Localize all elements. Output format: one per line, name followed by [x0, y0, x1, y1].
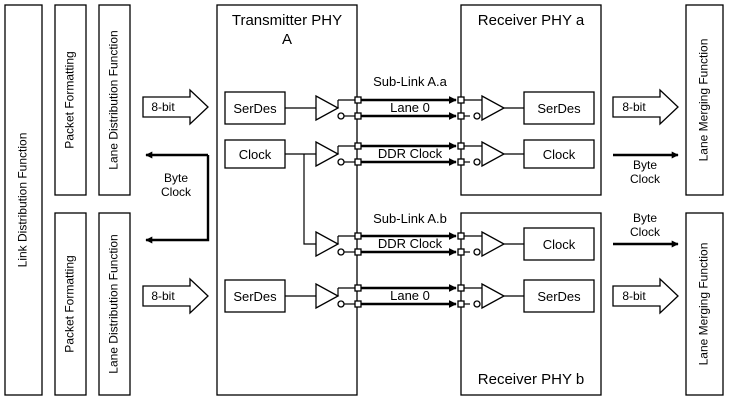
svg-text:SerDes: SerDes — [233, 101, 277, 116]
tx-serdes-b: SerDes — [224, 279, 286, 313]
svg-text:Byte: Byte — [633, 158, 657, 172]
rx-clock-b: Clock — [523, 227, 595, 261]
lane-distribution-block-b: Lane Distribution Function — [98, 212, 131, 396]
transmitter-title: Transmitter PHY — [232, 12, 342, 29]
rx-8bit-arrow-b: 8-bit — [612, 277, 679, 315]
tx-8bit-arrow-a: 8-bit — [142, 88, 209, 126]
link-distribution-block: Link Distribution Function — [4, 4, 43, 396]
sublink-a-label: Sub-Link A.a — [373, 74, 447, 89]
tx-byte-clock-label: Clock — [161, 185, 192, 199]
packet-formatting-block-b: Packet Formatting — [54, 212, 87, 396]
rx-receiver-ddr-b — [464, 230, 524, 258]
svg-text:Byte: Byte — [633, 211, 657, 225]
rx-pins — [457, 96, 465, 308]
link-distribution-label: Link Distribution Function — [16, 133, 30, 268]
lane0-label-b: Lane 0 — [390, 288, 430, 303]
tx-byte-clock-arrows: Byte Clock — [145, 151, 210, 244]
lane-merging-label-a: Lane Merging Function — [697, 39, 711, 162]
tx-8bit-arrow-b: 8-bit — [142, 277, 209, 315]
rx-byte-clock-a: Byte Clock — [613, 151, 679, 186]
lane-merging-label-b: Lane Merging Function — [697, 243, 711, 366]
tx-byte-label: Byte — [164, 171, 188, 185]
transmitter-subtitle: A — [282, 31, 292, 48]
svg-text:SerDes: SerDes — [233, 289, 277, 304]
tx-driver-lane0-a — [315, 94, 358, 122]
svg-text:SerDes: SerDes — [537, 289, 581, 304]
lane-merging-block-b: Lane Merging Function — [685, 212, 724, 396]
tx-driver-ddr-a — [315, 140, 358, 168]
sublink-lines — [361, 96, 457, 308]
svg-text:Clock: Clock — [543, 237, 576, 252]
rx-clock-a: Clock — [523, 139, 595, 169]
svg-text:Clock: Clock — [239, 147, 272, 162]
ddr-clock-label-a: DDR Clock — [378, 146, 443, 161]
rx-serdes-a: SerDes — [523, 91, 595, 125]
lane-distribution-label-b: Lane Distribution Function — [107, 234, 121, 373]
lane-distribution-label-a: Lane Distribution Function — [107, 30, 121, 169]
receiver-b-title: Receiver PHY b — [478, 371, 584, 388]
tx-serdes-a: SerDes — [224, 91, 286, 125]
lane-distribution-block-a: Lane Distribution Function — [98, 4, 131, 196]
svg-text:Clock: Clock — [630, 172, 661, 186]
rx-serdes-b: SerDes — [523, 279, 595, 313]
svg-text:SerDes: SerDes — [537, 101, 581, 116]
rx-receiver-lane0-a — [464, 94, 524, 122]
svg-text:8-bit: 8-bit — [622, 100, 646, 114]
svg-text:8-bit: 8-bit — [622, 289, 646, 303]
packet-formatting-label-a: Packet Formatting — [63, 51, 77, 148]
svg-text:Clock: Clock — [543, 147, 576, 162]
rx-receiver-ddr-a — [464, 140, 524, 168]
packet-formatting-label-b: Packet Formatting — [63, 255, 77, 352]
lane-merging-block-a: Lane Merging Function — [685, 4, 724, 196]
ddr-clock-label-b: DDR Clock — [378, 236, 443, 251]
tx-wiring — [285, 107, 316, 297]
svg-text:8-bit: 8-bit — [151, 100, 175, 114]
rx-8bit-arrow-a: 8-bit — [612, 88, 679, 126]
tx-clock: Clock — [224, 139, 286, 169]
transmitter-phy: Transmitter PHY A — [216, 4, 358, 396]
rx-byte-clock-b: Byte Clock — [613, 211, 679, 248]
lane0-label-a: Lane 0 — [390, 100, 430, 115]
svg-text:8-bit: 8-bit — [151, 289, 175, 303]
svg-text:Clock: Clock — [630, 225, 661, 239]
packet-formatting-block-a: Packet Formatting — [54, 4, 87, 196]
rx-receiver-lane0-b — [464, 282, 524, 310]
receiver-a-title: Receiver PHY a — [478, 12, 585, 29]
sublink-b-label: Sub-Link A.b — [373, 211, 447, 226]
